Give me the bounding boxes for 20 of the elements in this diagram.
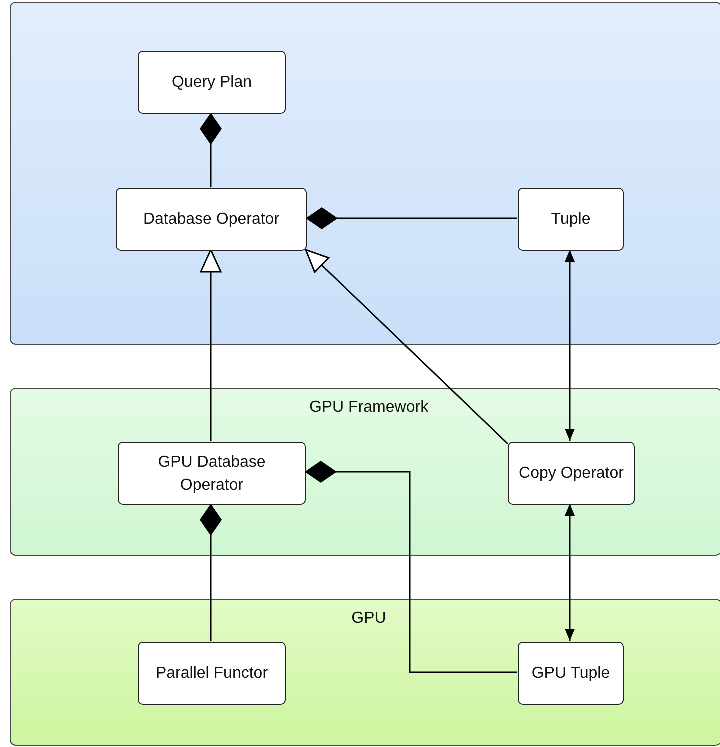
class-box: GPU Tuple — [518, 642, 624, 705]
class-box: Tuple — [518, 188, 624, 251]
band-title: GPU — [350, 610, 388, 628]
inheritance-arrow — [305, 249, 509, 445]
composition-line — [200, 113, 222, 187]
class-box: Query Plan — [138, 51, 286, 114]
class-box: Parallel Functor — [138, 642, 286, 705]
composition-line — [306, 208, 517, 230]
container-band — [10, 388, 720, 556]
class-box: GPU Database Operator — [118, 442, 306, 505]
composition-line — [200, 504, 222, 641]
arrow — [565, 504, 575, 641]
container-band — [10, 599, 720, 746]
container-band — [10, 2, 720, 345]
arrow — [565, 250, 575, 441]
inheritance-arrow — [200, 249, 222, 441]
composition-line — [305, 461, 517, 674]
class-box: Database Operator — [116, 188, 307, 251]
class-box: Copy Operator — [508, 442, 635, 505]
band-title: GPU Framework — [308, 399, 430, 417]
